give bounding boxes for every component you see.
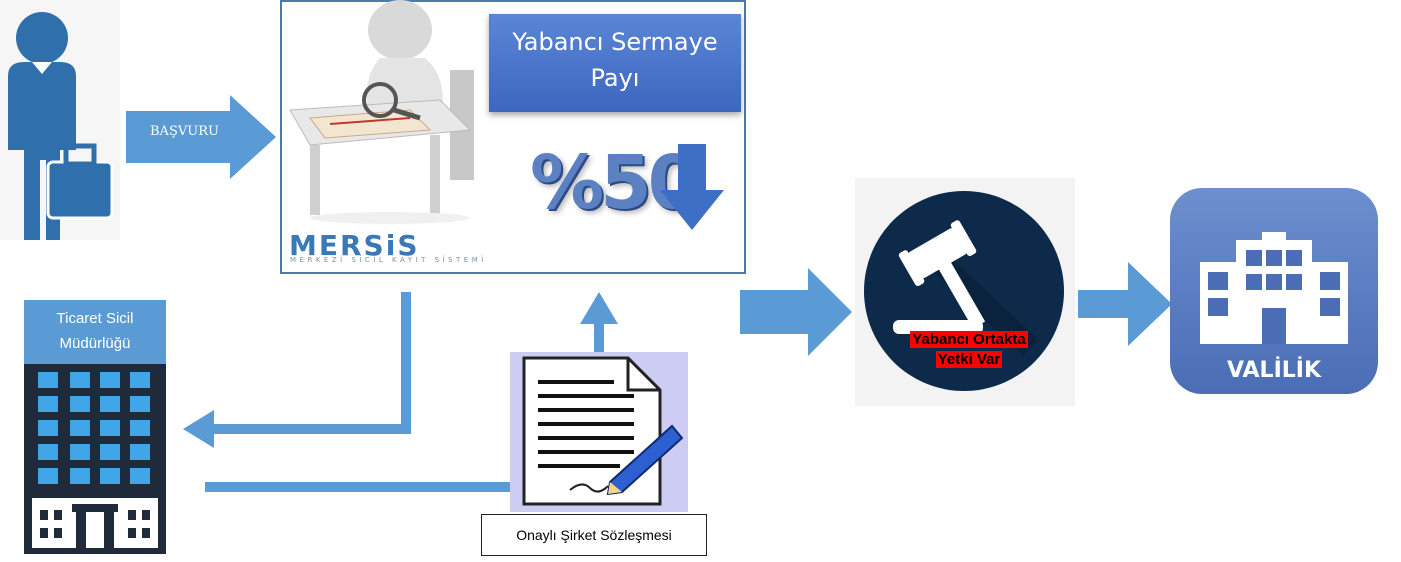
percent-value: %50 xyxy=(530,140,699,226)
building-icon xyxy=(24,364,166,554)
reviewer-figure-icon xyxy=(289,0,474,224)
basvuru-label: BAŞVURU xyxy=(150,124,219,139)
yetki-line-2: Yetki Var xyxy=(935,351,1003,368)
businessman-icon xyxy=(0,0,120,240)
valilik-label: VALİLİK xyxy=(1226,358,1321,383)
yetki-line-1: Yabancı Ortakta xyxy=(910,331,1028,348)
basvuru-arrow xyxy=(126,95,276,179)
ticaret-sicil-label: Ticaret Sicil Müdürlüğü xyxy=(24,300,166,364)
government-building-icon xyxy=(1200,232,1348,344)
document-signature-icon xyxy=(510,352,688,512)
onayli-sozlesme-caption: Onaylı Şirket Sözleşmesi xyxy=(481,514,707,556)
mersis-logo: MERSiS xyxy=(289,229,420,262)
down-arrow-icon xyxy=(660,144,724,230)
mersis-subtitle: MERKEZİ SİCİL KAYIT SİSTEMİ xyxy=(290,256,487,264)
yabanci-sermaye-box: Yabancı Sermaye Payı xyxy=(489,14,741,112)
yetki-label: Yabancı Ortakta Yetki Var xyxy=(895,330,1043,370)
